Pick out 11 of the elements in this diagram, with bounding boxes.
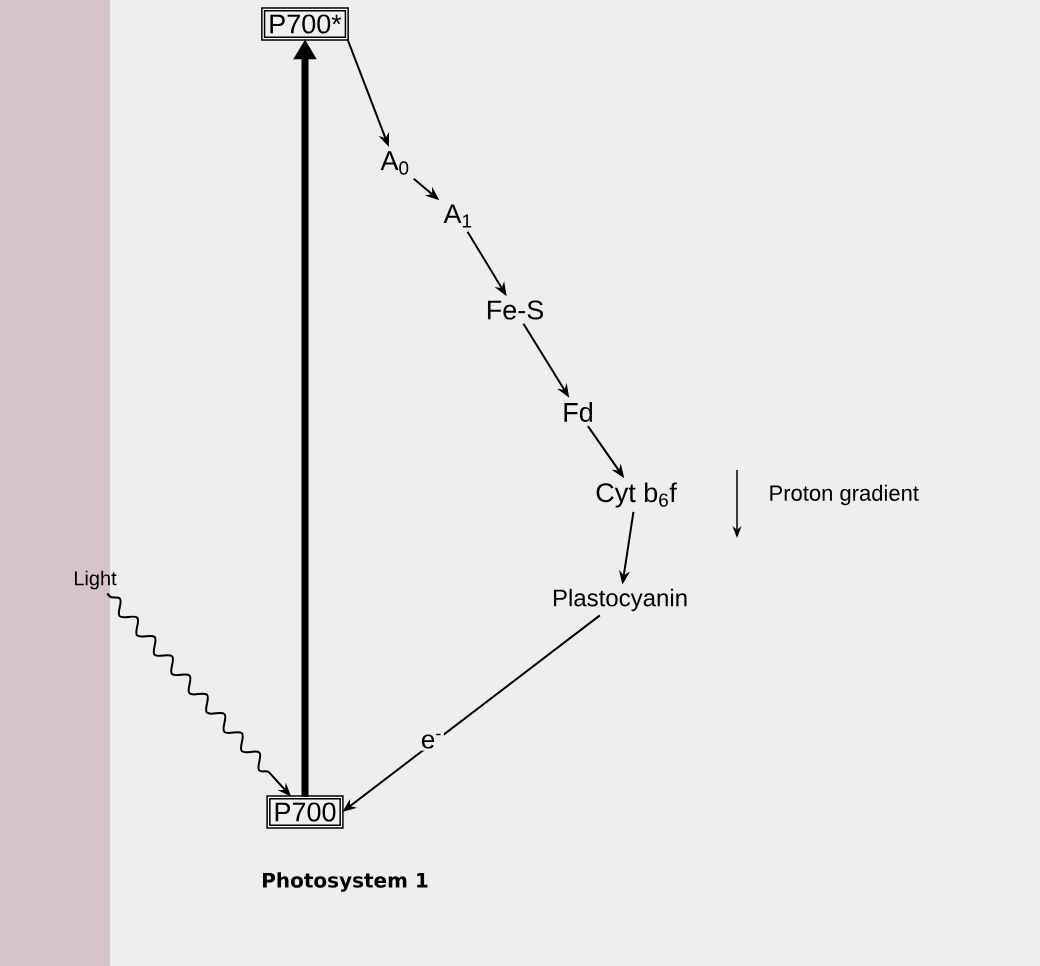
label: Proton gradient [770, 484, 919, 506]
node-label: Photosystem 1 [263, 872, 428, 892]
chain-label: Cyt b$_{6}$f [596, 482, 677, 508]
chain-label: Fe-S [487, 300, 544, 320]
pigment-box: P700 [266, 795, 344, 829]
pigment-box: P700* [261, 7, 349, 41]
chain-label: Plastocyanin [553, 588, 687, 612]
chain-label: Light [74, 570, 117, 590]
chain-label: Fd [564, 402, 593, 422]
chain-label: A$_{0}$ [380, 151, 409, 175]
chain-label: A$_{1}$ [443, 204, 472, 228]
